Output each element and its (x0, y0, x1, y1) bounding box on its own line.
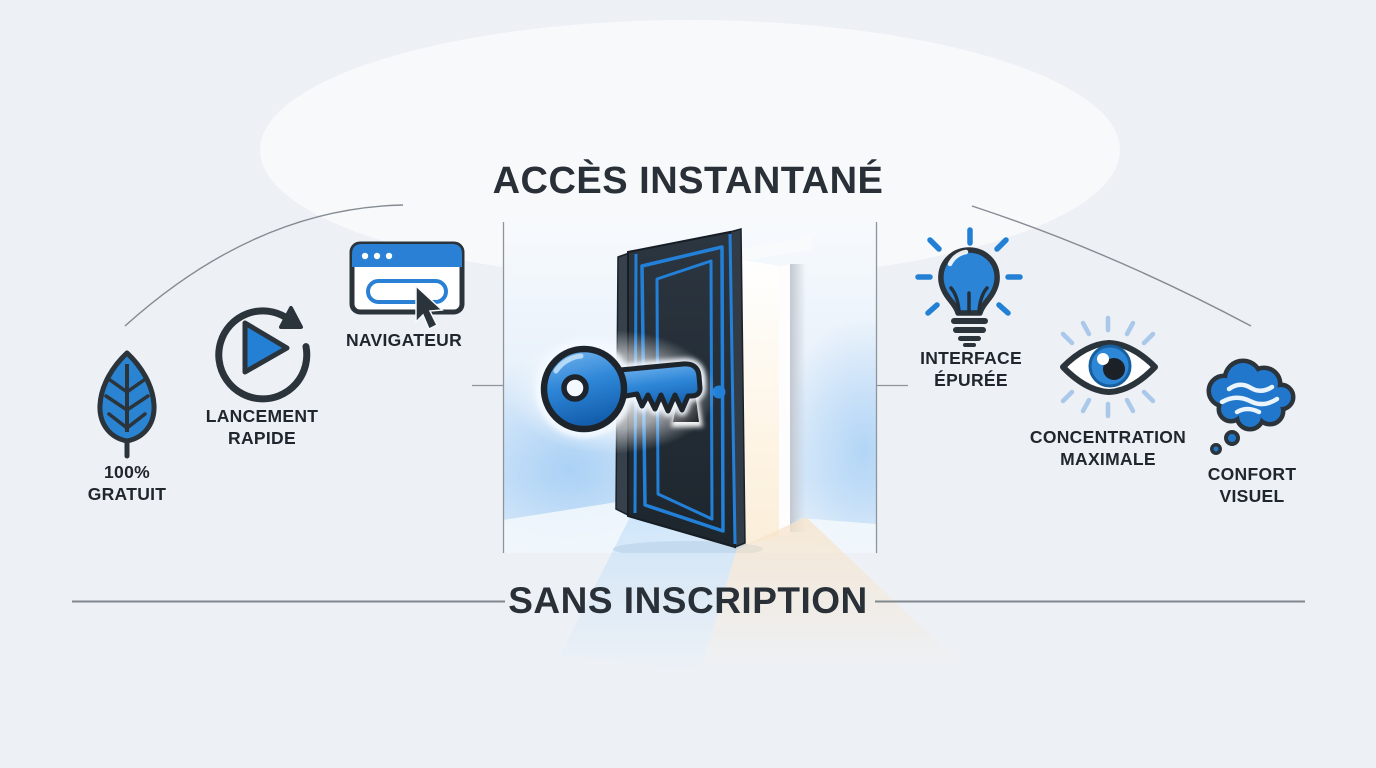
feature-label-line: 100% (104, 462, 150, 482)
eye-icon (1060, 315, 1158, 419)
feature-label-navigateur: NAVIGATEUR (346, 330, 462, 352)
leaf-icon (97, 350, 157, 459)
eye-pupil (1103, 358, 1125, 380)
browser-address-pill (366, 279, 448, 304)
feature-label-gratuit: 100% GRATUIT (88, 462, 167, 505)
feature-label-interface-epuree: INTERFACE ÉPURÉE (920, 348, 1022, 391)
page-title-top: ACCÈS INSTANTANÉ (492, 160, 884, 202)
feature-label-concentration-maximale: CONCENTRATION MAXIMALE (1030, 427, 1186, 470)
thought-bubble-large (1224, 430, 1240, 446)
restart-arrowhead (279, 306, 303, 329)
browser-window-icon (349, 241, 465, 331)
feature-label-line: LANCEMENT (205, 406, 319, 426)
feature-label-line: VISUEL (1219, 485, 1285, 506)
feature-label-line: RAPIDE (228, 427, 296, 448)
feature-label-line: INTERFACE (920, 348, 1022, 368)
feature-label-line: MAXIMALE (1060, 448, 1156, 469)
feature-label-line: CONCENTRATION (1029, 427, 1187, 447)
top-vignette (260, 20, 1120, 280)
feature-label-lancement-rapide: LANCEMENT RAPIDE (206, 406, 319, 449)
lightbulb-icon (915, 227, 1023, 347)
play-triangle (242, 320, 290, 375)
light-beam-blue (560, 517, 737, 672)
thought-cloud-icon (1206, 358, 1296, 455)
key-shaft (617, 361, 703, 414)
left-arc-line (124, 204, 404, 327)
bulb-base (951, 318, 988, 347)
key-bow-hole (561, 374, 589, 402)
light-beam-peach (700, 517, 965, 672)
feature-label-line: GRATUIT (87, 483, 167, 504)
right-arc-line (971, 205, 1252, 327)
restart-play-icon (215, 306, 311, 403)
page-title-bottom: SANS INSCRIPTION (508, 580, 868, 621)
feature-label-line: CONFORT (1207, 464, 1297, 484)
doorway-light (742, 260, 779, 546)
door-scene-panel (503, 222, 965, 672)
cursor-icon (415, 284, 444, 331)
feature-label-line: ÉPURÉE (934, 369, 1008, 390)
browser-title-bar (352, 244, 462, 267)
key-icon (507, 330, 717, 454)
feature-label-confort-visuel: CONFORT VISUEL (1208, 464, 1297, 507)
feature-label-line: NAVIGATEUR (345, 330, 463, 350)
thought-bubble-small (1210, 443, 1222, 455)
open-door-frame (740, 236, 812, 546)
